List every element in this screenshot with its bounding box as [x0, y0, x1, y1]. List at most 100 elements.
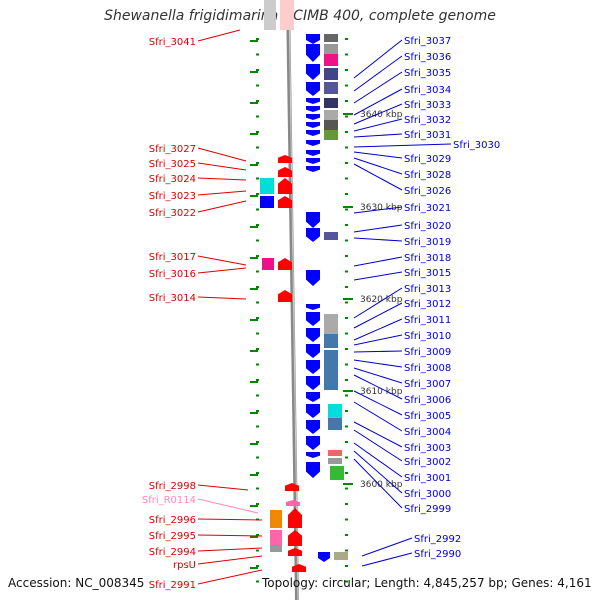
- genome-axis: [286, 0, 299, 600]
- reverse-gene-box: [324, 68, 338, 80]
- left-gene-leader: [197, 518, 263, 521]
- kbp-tick-mark: [343, 206, 353, 208]
- right-grid-dot: [345, 394, 348, 397]
- axis-minor-tick: [250, 40, 258, 42]
- reverse-gene-arrow: [306, 166, 320, 172]
- right-gene-leader: [353, 256, 403, 267]
- left-gene-leader: [197, 162, 247, 171]
- reverse-gene-arrow: [306, 312, 320, 326]
- left-grid-dot: [256, 270, 259, 273]
- right-gene-label: Sfri_2999: [404, 504, 451, 515]
- left-gene-label: Sfri_R0114: [142, 495, 196, 506]
- right-grid-dot: [345, 270, 348, 273]
- kbp-tick-label: 3640 kbp: [360, 110, 403, 120]
- reverse-gene-box: [324, 34, 338, 42]
- right-grid-dot: [345, 162, 348, 164]
- left-grid-dot: [256, 425, 259, 428]
- right-gene-label: Sfri_2992: [414, 534, 461, 545]
- right-gene-label: Sfri_3031: [404, 130, 451, 141]
- axis-minor-tick: [250, 536, 258, 538]
- right-gene-label: Sfri_3013: [404, 284, 451, 295]
- reverse-gene-arrow: [306, 344, 320, 358]
- forward-gene-box: [270, 510, 282, 528]
- left-grid-dot: [256, 534, 259, 536]
- left-grid-dot: [256, 286, 259, 288]
- right-gene-leader: [353, 71, 403, 104]
- kbp-tick-label: 3610 kbp: [360, 387, 403, 397]
- left-grid-dot: [256, 100, 259, 102]
- right-gene-leader: [353, 163, 403, 191]
- right-grid-dot: [345, 487, 348, 490]
- reverse-gene-arrow: [306, 404, 320, 418]
- right-gene-label: Sfri_3011: [404, 315, 451, 326]
- right-gene-leader: [353, 450, 403, 494]
- left-grid-dot: [256, 131, 259, 133]
- right-gene-leader: [353, 151, 403, 159]
- left-gene-label: Sfri_2998: [149, 481, 196, 492]
- left-gene-label: Sfri_3025: [149, 159, 196, 170]
- right-gene-label: Sfri_3020: [404, 221, 451, 232]
- left-grid-dot: [256, 472, 259, 474]
- left-gene-leader: [197, 498, 259, 514]
- right-gene-leader: [353, 237, 403, 242]
- right-gene-label: Sfri_3004: [404, 427, 451, 438]
- reverse-gene-box: [328, 418, 342, 430]
- reverse-gene-arrow: [318, 552, 330, 562]
- forward-gene-box: [262, 258, 274, 270]
- left-gene-leader: [197, 555, 263, 565]
- reverse-gene-arrow: [306, 64, 320, 80]
- right-gene-leader: [353, 224, 403, 233]
- reverse-gene-box: [324, 110, 338, 120]
- right-grid-dot: [345, 518, 348, 521]
- right-gene-label: Sfri_3007: [404, 379, 451, 390]
- kbp-tick-label: 3600 kbp: [360, 480, 403, 490]
- left-gene-label: Sfri_3017: [149, 252, 196, 263]
- left-grid-dot: [256, 193, 259, 195]
- reverse-gene-arrow: [306, 436, 320, 450]
- axis-minor-tick: [250, 319, 258, 321]
- left-grid-dot: [256, 301, 259, 304]
- left-grid-dot: [256, 239, 259, 242]
- left-gene-label: Sfri_3014: [149, 293, 196, 304]
- left-gene-leader: [197, 29, 241, 42]
- right-gene-leader: [353, 334, 403, 346]
- right-gene-leader: [353, 157, 403, 175]
- right-grid-dot: [345, 472, 348, 474]
- right-grid-dot: [345, 208, 348, 211]
- reverse-gene-arrow: [306, 328, 320, 342]
- right-gene-label: Sfri_3033: [404, 100, 451, 111]
- right-gene-leader: [353, 302, 403, 329]
- right-gene-label: Sfri_3029: [404, 154, 451, 165]
- reverse-gene-box: [324, 44, 338, 54]
- axis-minor-tick: [250, 133, 258, 135]
- accession-label: Accession: NC_008345: [8, 576, 145, 590]
- right-gene-label: Sfri_3019: [404, 237, 451, 248]
- reverse-gene-arrow: [306, 420, 320, 434]
- right-gene-label: Sfri_3026: [404, 186, 451, 197]
- left-gene-leader: [197, 534, 263, 537]
- forward-gene-box: [280, 0, 294, 30]
- right-gene-label: Sfri_3008: [404, 363, 451, 374]
- reverse-gene-box: [324, 350, 338, 364]
- left-gene-leader: [197, 255, 247, 266]
- reverse-gene-box: [324, 364, 338, 378]
- left-grid-dot: [256, 69, 259, 71]
- axis-minor-tick: [250, 195, 258, 197]
- left-grid-dot: [256, 549, 259, 552]
- right-grid-dot: [345, 441, 348, 443]
- right-grid-dot: [345, 69, 348, 71]
- left-grid-dot: [256, 394, 259, 397]
- left-gene-label: Sfri_3024: [149, 174, 196, 185]
- right-grid-dot: [345, 224, 348, 226]
- right-grid-dot: [345, 332, 348, 335]
- reverse-gene-arrow: [306, 150, 320, 156]
- left-gene-label: Sfri_3016: [149, 269, 196, 280]
- forward-gene-arrow: [292, 564, 306, 572]
- left-grid-dot: [256, 162, 259, 164]
- axis-minor-tick: [250, 102, 258, 104]
- forward-gene-box: [270, 546, 282, 552]
- axis-minor-tick: [250, 288, 258, 290]
- axis-minor-tick: [250, 567, 258, 569]
- topology-label: Topology: circular; Length: 4,845,257 bp…: [262, 576, 592, 590]
